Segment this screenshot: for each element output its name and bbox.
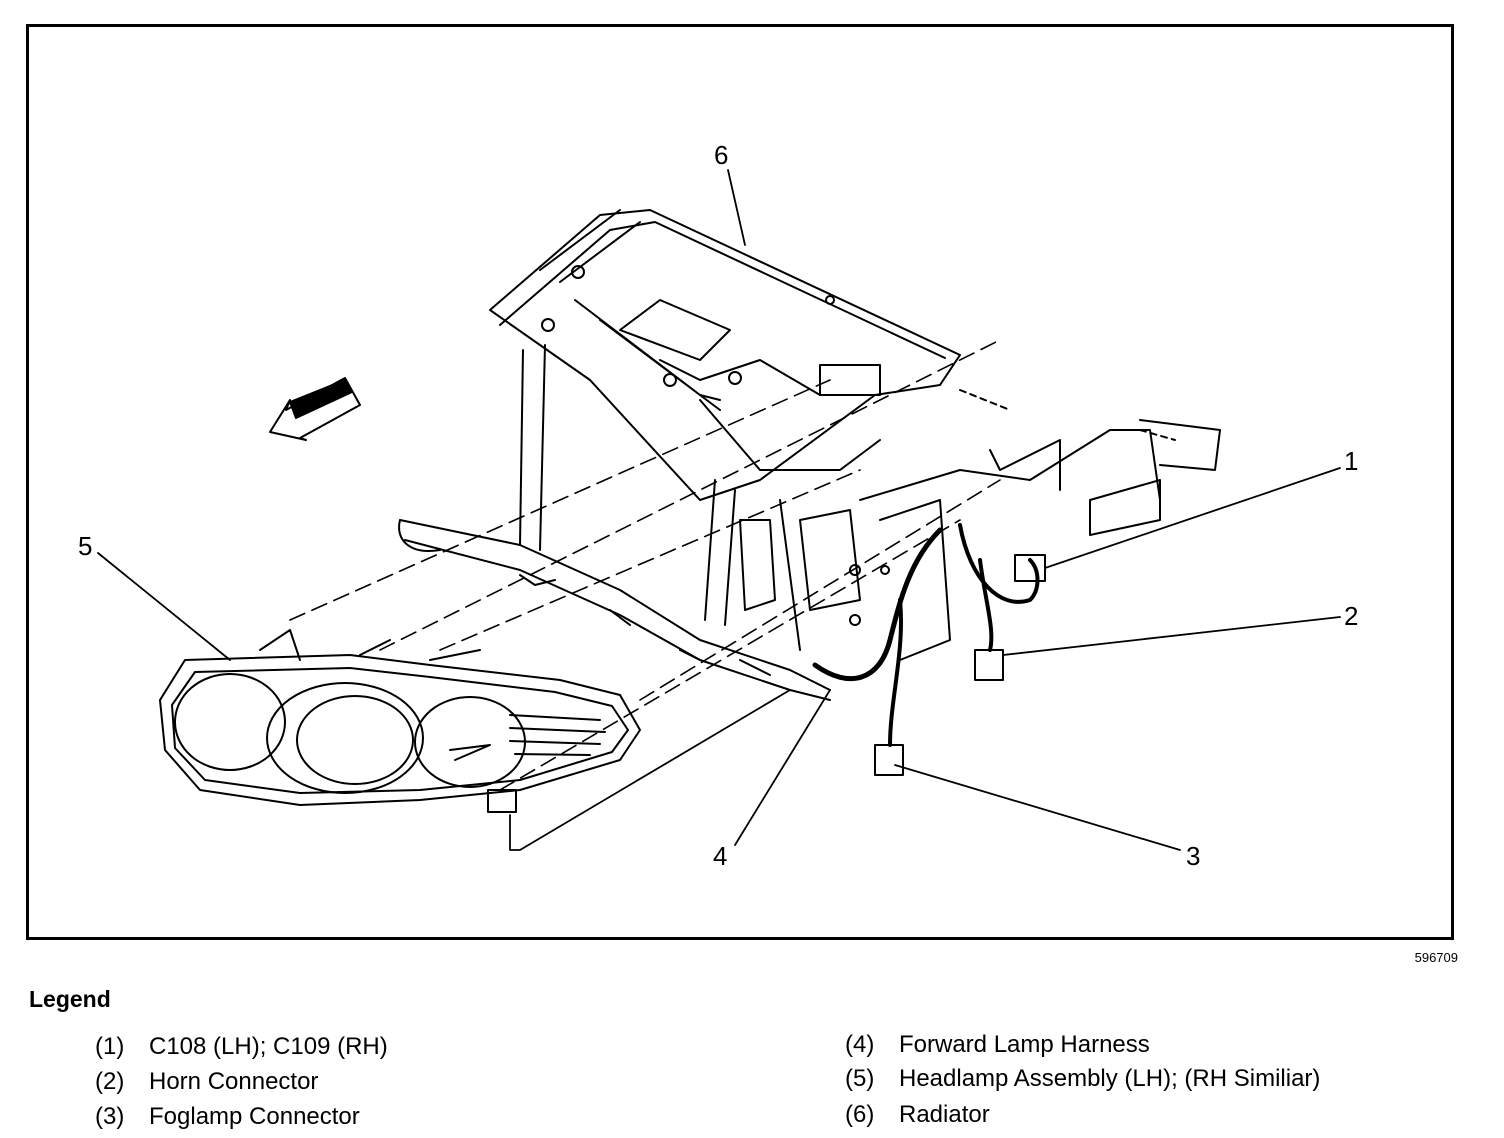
legend-item: (2) Horn Connector: [95, 1068, 318, 1096]
forward-lamp-harness-drawing: [812, 523, 1046, 776]
legend-item-label: Forward Lamp Harness: [899, 1031, 1150, 1058]
headlamp-assembly-drawing: [159, 629, 641, 813]
legend-item-label: Horn Connector: [149, 1068, 319, 1095]
legend-title: Legend: [29, 986, 111, 1012]
legend-item: (5) Headlamp Assembly (LH); (RH Similiar): [845, 1065, 1320, 1093]
legend-item-label: Foglamp Connector: [149, 1103, 360, 1130]
legend-item-number: (2): [95, 1068, 125, 1095]
legend-item-number: (1): [95, 1033, 125, 1060]
legend-item-label: Radiator: [899, 1101, 990, 1128]
alignment-lines: [289, 339, 1001, 791]
front-support-rail: [398, 519, 831, 701]
legend-item-number: (5): [845, 1065, 875, 1092]
legend-item-label: C108 (LH); C109 (RH): [149, 1033, 388, 1060]
callout-6: 6: [714, 140, 729, 170]
legend-item: (6) Radiator: [845, 1101, 990, 1129]
legend-item: (4) Forward Lamp Harness: [845, 1031, 1150, 1059]
legend-item: (3) Foglamp Connector: [95, 1103, 360, 1131]
callout-2: 2: [1344, 601, 1359, 631]
legend-item-label: Headlamp Assembly (LH); (RH Similiar): [899, 1065, 1321, 1092]
callout-1: 1: [1344, 446, 1359, 476]
legend-item-number: (6): [845, 1101, 875, 1128]
callout-4: 4: [713, 841, 728, 871]
leader-lines: [97, 169, 1341, 851]
legend-item-number: (4): [845, 1031, 875, 1058]
forward-direction-arrow-icon: [269, 377, 361, 441]
legend-item: (1) C108 (LH); C109 (RH): [95, 1033, 388, 1061]
radiator-drawing: [489, 209, 1221, 661]
legend-item-number: (3): [95, 1103, 125, 1130]
callout-3: 3: [1186, 841, 1201, 871]
diagram-frame: [26, 24, 1454, 940]
callout-5: 5: [78, 531, 93, 561]
figure-id: 596709: [1414, 950, 1458, 965]
